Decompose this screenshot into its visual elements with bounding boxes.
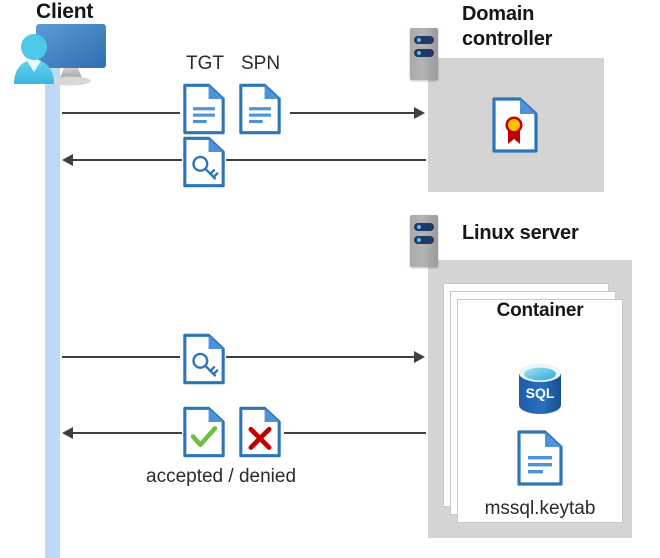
- message-2-arrowhead: [62, 154, 73, 166]
- server-led-bottom: [417, 238, 421, 242]
- message-1-arrowhead: [414, 107, 425, 119]
- domain-controller-title-line2: controller: [462, 28, 553, 50]
- container-card-front: Container: [457, 299, 623, 523]
- message-1-line-right: [290, 112, 414, 114]
- spn-label: SPN: [241, 53, 281, 74]
- message-4-line-left: [73, 432, 182, 434]
- certificate-document-icon: [492, 97, 538, 158]
- service-ticket-key-document-icon: [183, 333, 225, 390]
- keytab-filename-label: mssql.keytab: [484, 498, 596, 519]
- accepted-check-document-icon: [183, 406, 225, 463]
- server-bar-top: [414, 223, 434, 231]
- tgt-label: TGT: [186, 53, 224, 74]
- service-ticket-key-document-icon: [183, 136, 225, 193]
- server-bar-top: [414, 36, 434, 44]
- domain-controller-server-icon: [410, 28, 438, 80]
- server-led-top: [417, 225, 421, 229]
- message-3-arrowhead: [414, 351, 425, 363]
- message-2-line-left: [73, 159, 182, 161]
- container-title: Container: [496, 300, 584, 321]
- server-bar-bottom: [414, 236, 434, 244]
- linux-server-icon: [410, 215, 438, 267]
- server-led-bottom: [417, 51, 421, 55]
- sql-database-icon: SQL: [515, 362, 565, 421]
- server-led-top: [417, 38, 421, 42]
- client-title: Client: [36, 0, 94, 23]
- container-card-stack: Container: [443, 283, 623, 523]
- domain-controller-title-line1: Domain: [462, 3, 535, 25]
- accepted-denied-caption: accepted / denied: [146, 466, 297, 487]
- denied-cross-document-icon: [239, 406, 281, 463]
- message-4-line-right: [284, 432, 426, 434]
- client-workstation-icon: [8, 22, 120, 88]
- sql-label: SQL: [526, 385, 555, 401]
- message-4-arrowhead: [62, 427, 73, 439]
- spn-document-icon: [239, 83, 281, 140]
- message-1-line-left: [62, 112, 180, 114]
- linux-server-title: Linux server: [462, 222, 579, 244]
- message-2-line-right: [226, 159, 426, 161]
- keytab-document-icon: [517, 430, 563, 491]
- tgt-document-icon: [183, 83, 225, 140]
- message-3-line-right: [226, 356, 414, 358]
- server-bar-bottom: [414, 49, 434, 57]
- client-lifeline: [45, 62, 60, 558]
- domain-controller-title: Domain controller: [462, 2, 622, 52]
- message-3-line-left: [62, 356, 180, 358]
